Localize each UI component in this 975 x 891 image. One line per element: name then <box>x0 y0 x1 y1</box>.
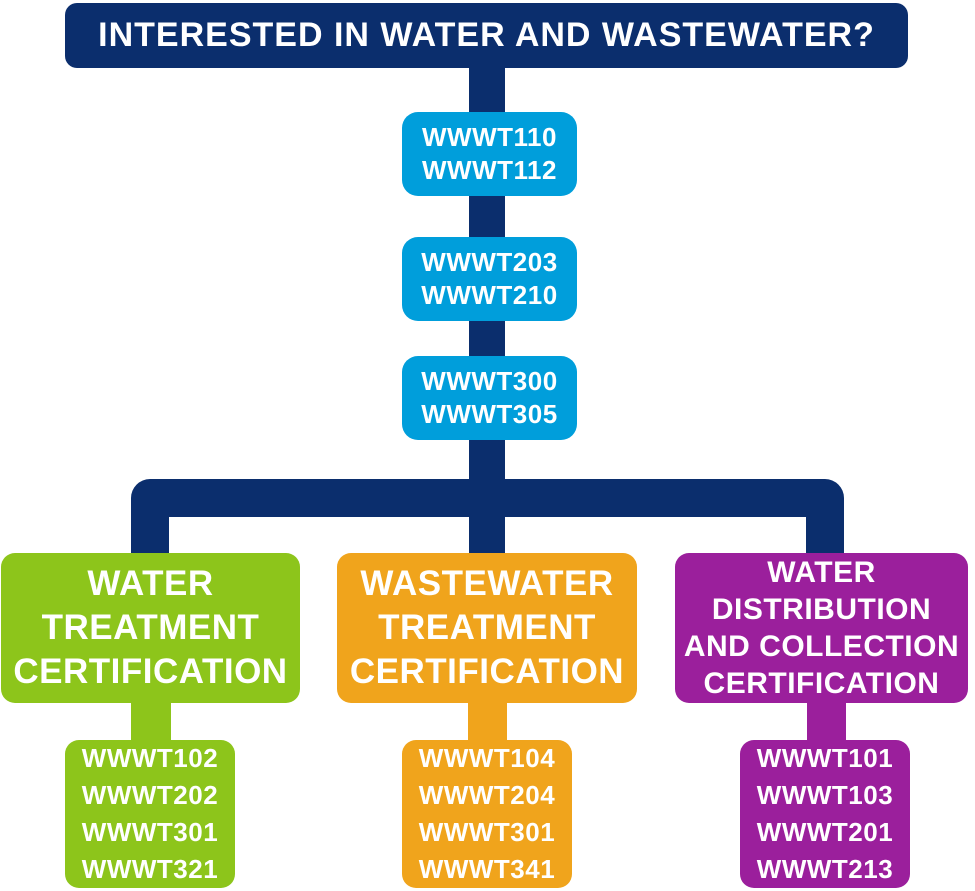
course-code: WWWT204 <box>418 780 556 810</box>
core-box-3: WWWT300 WWWT305 <box>402 356 577 440</box>
core-box-2: WWWT203 WWWT210 <box>402 237 577 321</box>
course-code: WWWT321 <box>81 854 219 884</box>
course-box-water-distribution: WWWT101 WWWT103 WWWT201 WWWT213 <box>740 740 910 888</box>
cert-title-line: DISTRIBUTION <box>711 593 932 626</box>
cert-title-line: WATER <box>767 556 876 589</box>
cert-box-water-treatment: WATER TREATMENT CERTIFICATION <box>1 553 300 703</box>
course-code: WWWT203 <box>421 247 558 277</box>
stub-water-treatment <box>131 695 171 745</box>
course-box-water-treatment: WWWT102 WWWT202 WWWT301 WWWT321 <box>65 740 235 888</box>
course-code: WWWT305 <box>421 399 558 429</box>
cert-title-line: CERTIFICATION <box>349 652 625 691</box>
course-code: WWWT300 <box>421 366 558 396</box>
core-box-1: WWWT110 WWWT112 <box>402 112 577 196</box>
stub-wastewater-treatment <box>468 695 507 745</box>
cert-title-line: WASTEWATER <box>360 564 614 603</box>
stub-water-distribution <box>807 695 846 745</box>
cert-title-line: WATER <box>87 564 214 603</box>
cert-box-wastewater-treatment: WASTEWATER TREATMENT CERTIFICATION <box>337 553 637 703</box>
course-code: WWWT210 <box>421 280 558 310</box>
course-code: WWWT201 <box>756 817 894 847</box>
course-code: WWWT202 <box>81 780 219 810</box>
course-code: WWWT104 <box>418 743 556 773</box>
course-code: WWWT103 <box>756 780 894 810</box>
cert-title-line: CERTIFICATION <box>703 667 940 700</box>
course-code: WWWT110 <box>422 122 557 152</box>
cert-title-line: CERTIFICATION <box>13 652 288 691</box>
cert-box-water-distribution: WATER DISTRIBUTION AND COLLECTION CERTIF… <box>675 553 968 703</box>
cert-title-line: TREATMENT <box>378 608 596 647</box>
cert-title-line: TREATMENT <box>41 608 260 647</box>
course-code: WWWT301 <box>81 817 219 847</box>
course-code: WWWT112 <box>422 155 557 185</box>
course-code: WWWT101 <box>756 743 894 773</box>
banner-title: INTERESTED IN WATER AND WASTEWATER? <box>65 3 908 68</box>
course-code: WWWT213 <box>756 854 894 884</box>
branch-bar <box>131 479 844 556</box>
course-code: WWWT301 <box>418 817 556 847</box>
cert-title-line: AND COLLECTION <box>683 630 960 663</box>
course-code: WWWT102 <box>81 743 219 773</box>
course-code: WWWT341 <box>418 854 556 884</box>
banner-title-text: INTERESTED IN WATER AND WASTEWATER? <box>98 16 875 54</box>
course-box-wastewater-treatment: WWWT104 WWWT204 WWWT301 WWWT341 <box>402 740 572 888</box>
